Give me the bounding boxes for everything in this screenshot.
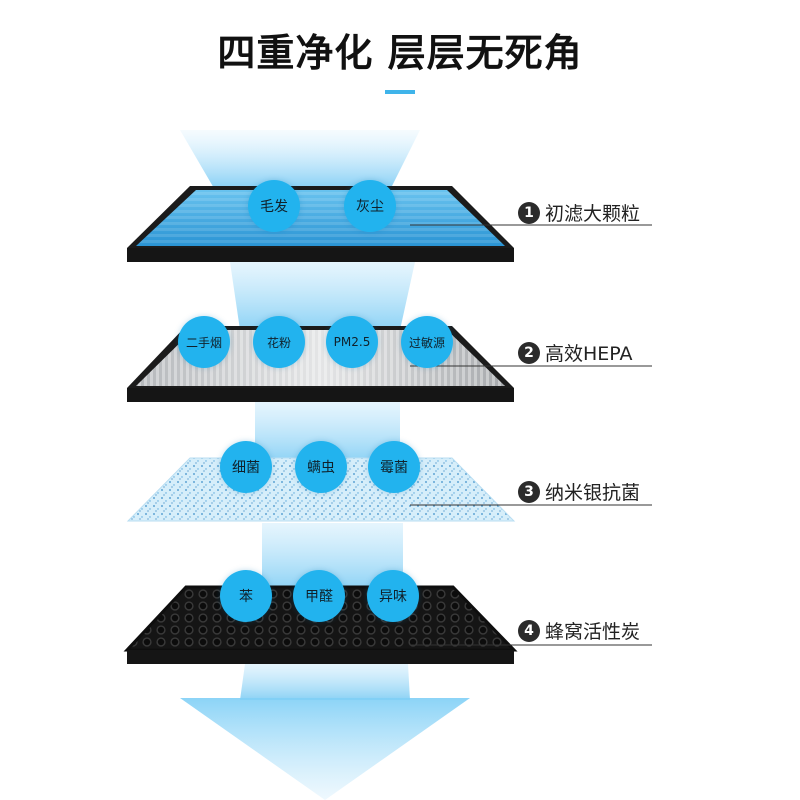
filter-layer-1 [127, 186, 514, 262]
number-badge-2: 2 [518, 341, 540, 364]
target-bubble-allergen: 过敏源 [401, 316, 453, 368]
target-bubble-mites: 螨虫 [295, 441, 347, 493]
airflow-arrow-icon [180, 698, 470, 800]
layer-label-3: 3 纳米银抗菌 [518, 478, 640, 505]
layer-label-2: 2 高效HEPA [518, 339, 633, 366]
target-bubble-hair: 毛发 [248, 180, 300, 232]
airflow-beam-4 [262, 523, 403, 590]
number-badge-3: 3 [518, 480, 540, 503]
target-bubble-pollen: 花粉 [253, 316, 305, 368]
target-bubble-pm25: PM2.5 [326, 316, 378, 368]
airflow-beam-3 [255, 402, 400, 462]
target-bubble-secondhand-smoke: 二手烟 [178, 316, 230, 368]
title-underline [385, 90, 415, 94]
layer-name-1: 初滤大颗粒 [545, 203, 641, 225]
target-bubble-mold: 霉菌 [368, 441, 420, 493]
target-bubble-bacteria: 细菌 [220, 441, 272, 493]
layer-label-4: 4 蜂窝活性炭 [518, 617, 640, 644]
number-badge-4: 4 [518, 619, 540, 642]
target-bubble-formaldehyde: 甲醛 [293, 570, 345, 622]
airflow-beam-5 [240, 664, 410, 700]
layer-name-3: 纳米银抗菌 [545, 482, 641, 504]
target-bubble-odor: 异味 [367, 570, 419, 622]
target-bubble-benzene: 苯 [220, 570, 272, 622]
airflow-beam-2 [230, 262, 415, 330]
page-title: 四重净化 层层无死角 [217, 31, 583, 75]
layer-name-4: 蜂窝活性炭 [545, 621, 641, 643]
airflow-beam-top [180, 130, 420, 190]
target-bubble-dust: 灰尘 [344, 180, 396, 232]
number-badge-1: 1 [518, 201, 540, 224]
layer-label-1: 1 初滤大颗粒 [518, 199, 640, 226]
layer-name-2: 高效HEPA [545, 343, 633, 365]
